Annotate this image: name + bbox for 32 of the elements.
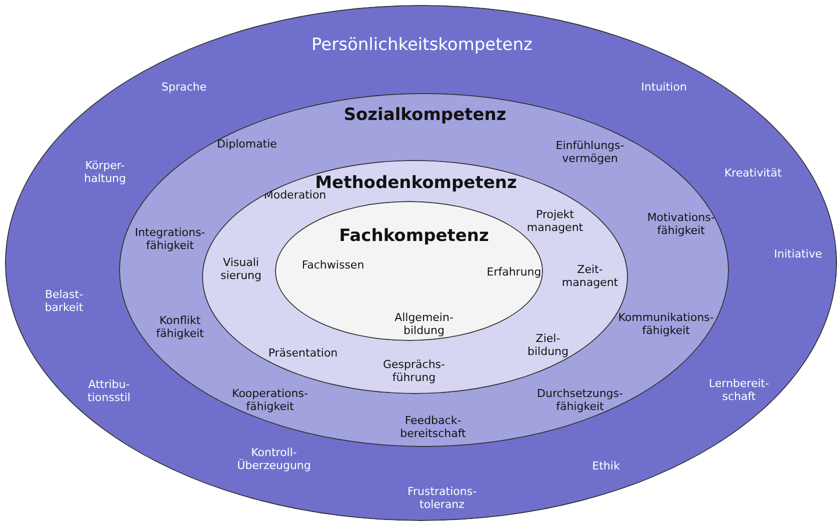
competence-label: Gesprächs- führung bbox=[383, 358, 445, 384]
competence-label: Belast- barkeit bbox=[44, 288, 84, 314]
competence-label: Integrations- fähigkeit bbox=[134, 226, 206, 252]
competence-label: Durchsetzungs- fähigkeit bbox=[537, 387, 623, 413]
competence-label: Körper- haltung bbox=[84, 159, 126, 185]
competence-label: Erfahrung bbox=[486, 266, 542, 278]
competence-label: Fachwissen bbox=[302, 258, 364, 272]
competence-label: Zeit- managent bbox=[562, 263, 618, 289]
competence-label: Sprache bbox=[162, 80, 206, 94]
competence-label: Ethik bbox=[592, 460, 620, 472]
ring-title: Sozialkompetenz bbox=[344, 105, 506, 125]
competence-label: Kreativität bbox=[724, 166, 782, 180]
competence-label: Allgemein- bildung bbox=[394, 311, 454, 337]
competence-label: Lernbereit- schaft bbox=[708, 377, 770, 403]
competence-label: Visuali sierung bbox=[220, 256, 262, 282]
competence-label: Einfühlungs- vermögen bbox=[556, 139, 624, 165]
competence-label: Konflikt fähigkeit bbox=[156, 314, 204, 340]
competence-label: Kontroll- Überzeugung bbox=[237, 446, 311, 472]
competence-label: Diplomatie bbox=[217, 138, 277, 150]
competence-label: Motivations- fähigkeit bbox=[647, 211, 715, 237]
competence-label: Ziel- bildung bbox=[528, 332, 568, 358]
competence-label: Frustrations- toleranz bbox=[407, 485, 477, 511]
competence-label: Attribu- tionsstil bbox=[88, 378, 130, 404]
competence-label: Projekt managent bbox=[526, 208, 584, 234]
ring-title: Persönlichkeitskompetenz bbox=[312, 35, 532, 55]
competence-label: Präsentation bbox=[268, 346, 338, 360]
competence-label: Intuition bbox=[641, 80, 687, 94]
competence-label: Kommunikations- fähigkeit bbox=[618, 311, 714, 337]
competence-label: Initiative bbox=[774, 248, 822, 260]
competence-label: Kooperations- fähigkeit bbox=[232, 387, 308, 413]
ring-title: Fachkompetenz bbox=[339, 226, 489, 246]
competence-label: Feedback- bereitschaft bbox=[400, 414, 466, 440]
